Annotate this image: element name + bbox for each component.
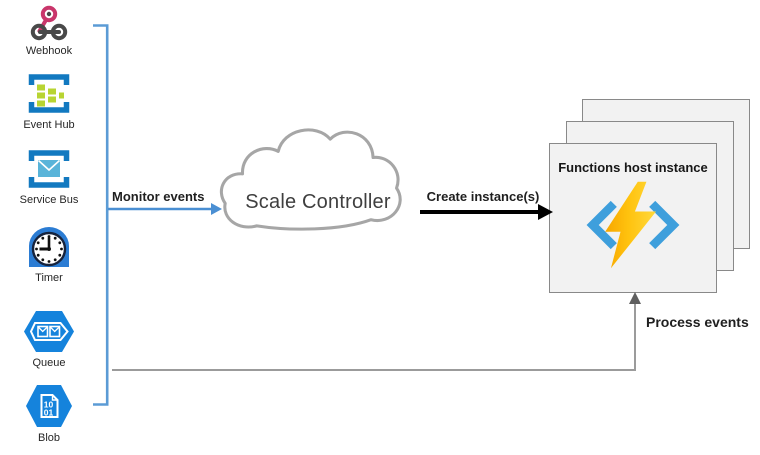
host-instance-box-front: Functions host instance xyxy=(549,143,717,293)
event-hub-icon xyxy=(28,74,70,113)
source-label: Event Hub xyxy=(23,119,75,131)
source-label: Blob xyxy=(37,432,61,444)
service-bus-icon xyxy=(28,150,70,188)
create-instance-label: Create instance(s) xyxy=(426,189,540,204)
source-label: Queue xyxy=(32,357,66,369)
process-events-line xyxy=(112,302,636,371)
cloud-shape xyxy=(219,128,402,231)
queue-icon xyxy=(24,311,74,352)
source-timer: Timer xyxy=(4,225,94,284)
scale-controller-cloud xyxy=(216,116,420,255)
source-blob: 10 01 Blob xyxy=(4,383,94,444)
blob-icon: 10 01 xyxy=(26,385,72,427)
source-event-hub: Event Hub xyxy=(4,71,94,131)
source-label: Service Bus xyxy=(19,194,79,206)
webhook-icon xyxy=(30,5,68,41)
source-label: Webhook xyxy=(25,45,73,57)
host-instance-title: Functions host instance xyxy=(558,160,708,175)
source-label: Timer xyxy=(35,272,63,284)
process-events-label: Process events xyxy=(646,314,749,330)
source-queue: Queue xyxy=(4,309,94,369)
azure-functions-icon xyxy=(586,181,680,269)
scale-controller-label: Scale Controller xyxy=(245,191,391,213)
monitor-events-label: Monitor events xyxy=(112,189,205,204)
blob-binary-line1: 10 xyxy=(44,400,54,410)
source-group-bracket xyxy=(93,24,109,406)
source-service-bus: Service Bus xyxy=(4,147,94,206)
process-events-arrowhead xyxy=(629,292,641,304)
blob-binary-line2: 01 xyxy=(44,408,54,418)
source-webhook: Webhook xyxy=(4,4,94,57)
timer-icon xyxy=(29,227,69,267)
